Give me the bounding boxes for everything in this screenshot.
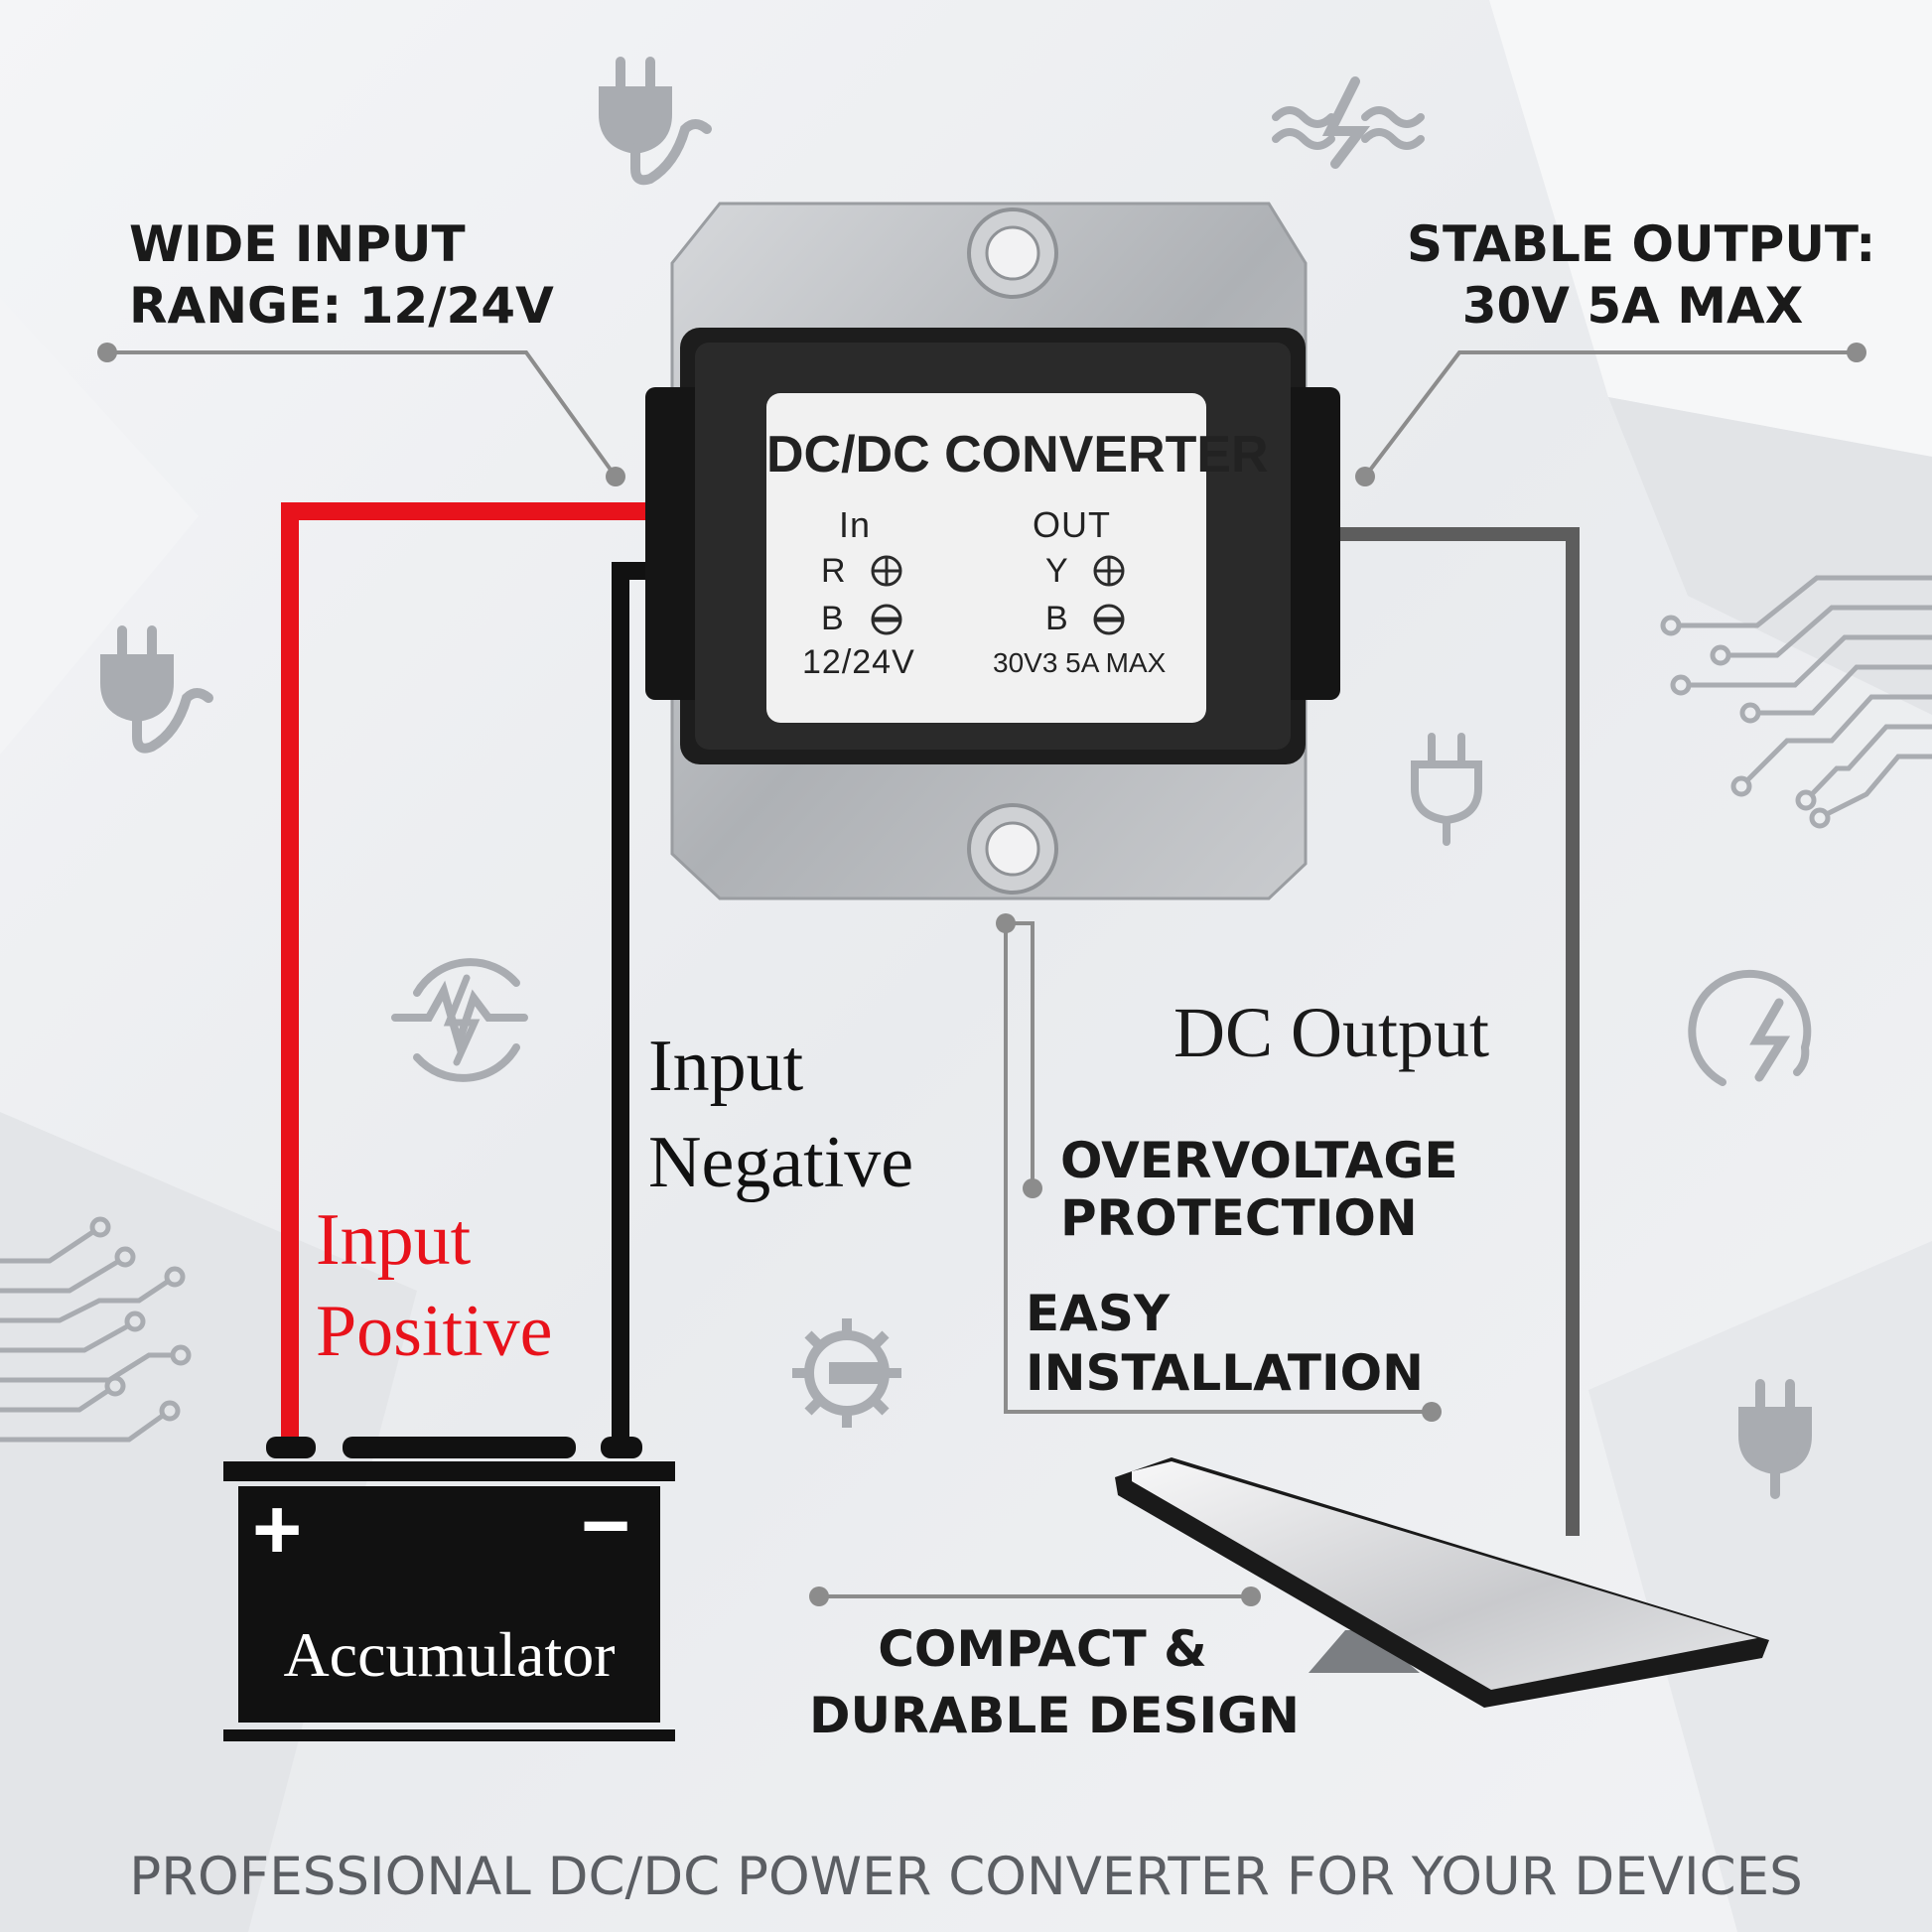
battery-cap [343,1437,576,1458]
circuit-icon [1660,575,1932,829]
background-facet [1489,0,1932,457]
plug-icon [1738,1379,1812,1499]
footer-tagline: PROFESSIONAL DC/DC POWER CONVERTER FOR Y… [129,1847,1803,1907]
input-negative-line2: Negative [648,1122,914,1203]
input-negative-line1: Input [648,1026,804,1107]
powered-device [1115,1457,1769,1708]
wide-input-line1: WIDE INPUT [129,215,466,273]
background-facet [0,1112,417,1932]
dc-output-label: DC Output [1173,993,1490,1072]
plug-icon [599,57,712,186]
callout-dots [97,343,1866,1606]
positive-wire [281,502,650,1449]
battery-terminal-positive [266,1437,316,1458]
out-b-label: B [1045,600,1069,637]
gear-icon [792,1318,901,1428]
battery-name: Accumulator [283,1619,616,1690]
bolt-circle-icon [1688,969,1812,1086]
compact-line2: DURABLE DESIGN [809,1687,1300,1744]
overvoltage-line1: OVERVOLTAGE [1060,1132,1458,1189]
out-header: OUT [1033,504,1111,545]
plug-icon [100,625,213,754]
stable-output-line1: STABLE OUTPUT: [1407,215,1876,273]
battery [223,1437,675,1741]
device-title: DC/DC CONVERTER [766,426,1269,483]
terminal-symbols [871,555,1125,635]
plug-icon [1411,733,1482,846]
background-facet [1588,1241,1932,1932]
in-b-label: B [821,600,845,637]
easy-install-line1: EASY [1026,1285,1171,1342]
battery-terminal-negative [601,1437,642,1458]
in-r-label: R [821,552,847,590]
lightning-wave-icon [1272,76,1425,169]
easy-install-line2: INSTALLATION [1026,1344,1424,1402]
output-wire [1311,527,1580,1536]
battery-plus: + [252,1482,303,1578]
battery-minus: − [581,1478,631,1574]
in-voltage: 12/24V [802,643,915,681]
input-positive-line2: Positive [316,1291,553,1372]
pulse-icon [391,958,528,1082]
in-header: In [839,504,872,545]
out-y-label: Y [1045,552,1069,590]
converter-device [645,202,1340,900]
wide-input-line2: RANGE: 12/24V [129,277,554,335]
device-sticker [766,393,1206,723]
compact-line1: COMPACT & [878,1620,1207,1678]
input-positive-line1: Input [316,1199,472,1281]
out-rating: 30V3 5A MAX [993,647,1167,678]
background-facet [0,298,199,755]
overvoltage-line2: PROTECTION [1060,1189,1418,1247]
stable-output-line2: 30V 5A MAX [1461,277,1804,335]
circuit-icon [0,1216,192,1443]
negative-wire [612,562,650,1449]
battery-body [238,1486,660,1723]
